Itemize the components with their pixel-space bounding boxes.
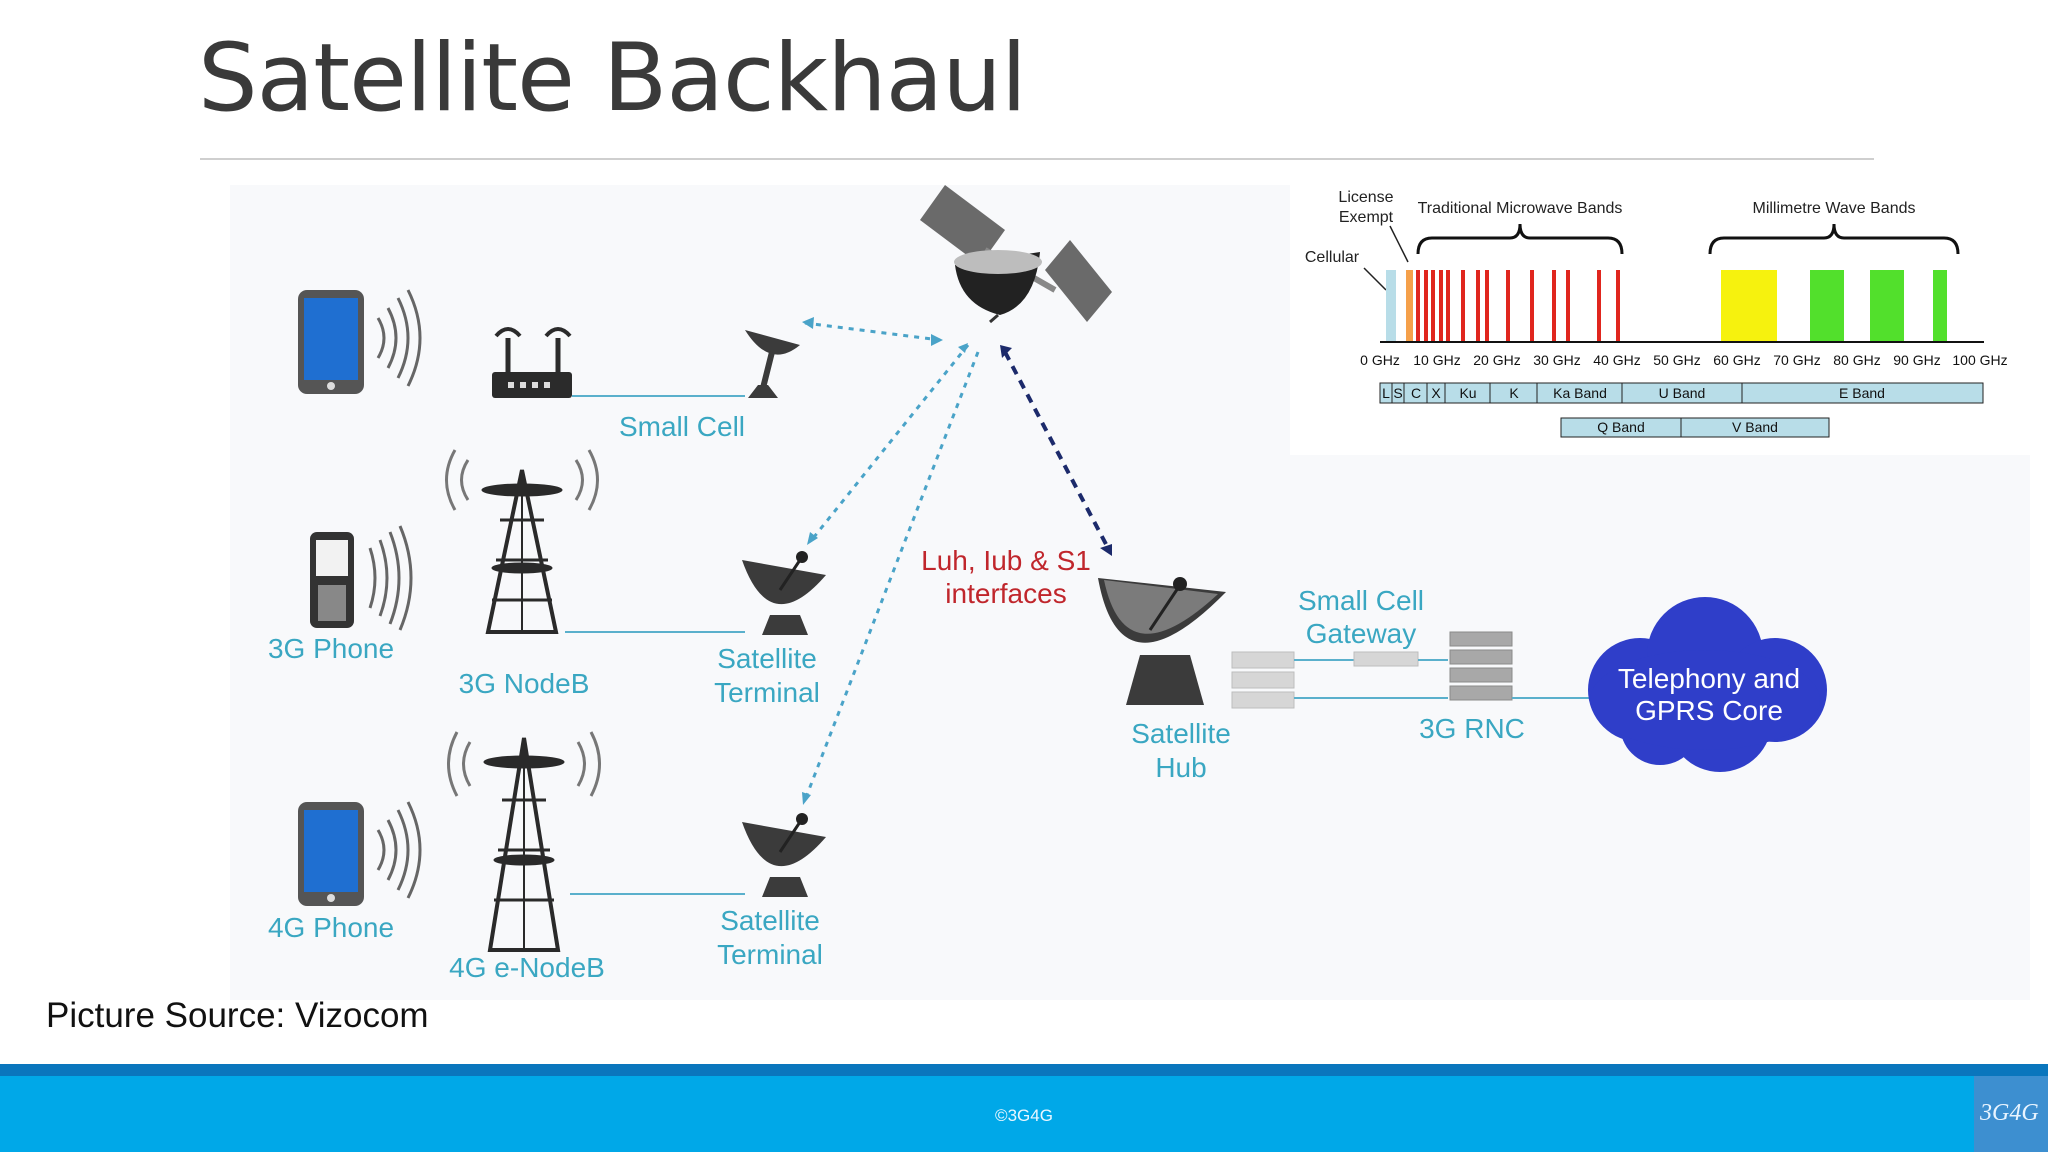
tower-icon-4g: [447, 731, 601, 952]
gateway-label-line2: Gateway: [1306, 618, 1417, 649]
hub-modem-stack-icon: [1231, 651, 1295, 709]
core-label-line2: GPRS Core: [1635, 695, 1783, 726]
band-row-1-labels: L S C X Ku K Ka Band U Band E Band: [1382, 385, 1885, 401]
enodeb-4g-label: 4G e-NodeB: [449, 952, 605, 983]
svg-text:U Band: U Band: [1659, 385, 1706, 401]
band-row-2: [1560, 417, 1830, 438]
license-exempt-label-line2: Exempt: [1339, 209, 1394, 226]
router-icon: [492, 327, 572, 398]
small-dish-icon: [745, 330, 800, 398]
terminal-2-label-line1: Satellite: [720, 905, 820, 936]
brand-logo-text: 3G4G: [1980, 1100, 2039, 1126]
svg-text:0 GHz: 0 GHz: [1360, 352, 1400, 368]
microwave-bars: [1416, 270, 1620, 342]
satellite-terminal-icon-2: [742, 813, 826, 897]
footer-copyright: ©3G4G: [995, 1106, 1053, 1125]
footer-bar: [0, 1076, 2048, 1152]
svg-text:20 GHz: 20 GHz: [1473, 352, 1520, 368]
svg-text:70 GHz: 70 GHz: [1773, 352, 1820, 368]
svg-text:X: X: [1431, 385, 1441, 401]
terminal-1-label-line2: Terminal: [714, 677, 820, 708]
interfaces-label-line2: interfaces: [945, 578, 1066, 609]
rnc-label: 3G RNC: [1419, 713, 1525, 744]
cellular-label: Cellular: [1305, 249, 1360, 266]
svg-text:E Band: E Band: [1839, 385, 1885, 401]
tower-icon-3g: [445, 449, 599, 634]
title-divider: [200, 158, 1874, 160]
svg-text:L: L: [1382, 385, 1390, 401]
small-cell-label: Small Cell: [619, 411, 745, 442]
satellite-terminal-icon-1: [742, 551, 826, 635]
satellite-icon: [920, 185, 1112, 324]
gateway-device-icon: [1353, 651, 1419, 667]
svg-text:10 GHz: 10 GHz: [1413, 352, 1460, 368]
hub-backhaul-link: [1000, 345, 1112, 556]
svg-text:C: C: [1411, 385, 1421, 401]
svg-text:100 GHz: 100 GHz: [1952, 352, 2007, 368]
satellite-links: [803, 321, 980, 801]
band-row-2-labels: Q Band V Band: [1597, 419, 1778, 435]
hub-label-line2: Hub: [1155, 752, 1206, 783]
core-cloud-icon: [1588, 597, 1827, 772]
spectrum-chart: License Exempt Cellular Traditional Micr…: [1290, 180, 2030, 455]
svg-text:S: S: [1393, 385, 1402, 401]
smartphone-icon-4g: [298, 801, 422, 906]
footer-accent-strip: [0, 1064, 2048, 1076]
svg-text:40 GHz: 40 GHz: [1593, 352, 1640, 368]
traditional-bands-label: Traditional Microwave Bands: [1418, 200, 1623, 217]
millimetre-bands-label: Millimetre Wave Bands: [1752, 200, 1915, 217]
smartphone-icon-top: [298, 289, 422, 394]
svg-text:V Band: V Band: [1732, 419, 1778, 435]
svg-text:Q Band: Q Band: [1597, 419, 1644, 435]
satellite-hub-dish-icon: [1098, 577, 1226, 705]
svg-text:50 GHz: 50 GHz: [1653, 352, 1700, 368]
feature-phone-icon: [310, 525, 413, 631]
frequency-tick-labels: 0 GHz 10 GHz 20 GHz 30 GHz 40 GHz 50 GHz…: [1360, 352, 2007, 368]
svg-text:Ka Band: Ka Band: [1553, 385, 1607, 401]
svg-text:Ku: Ku: [1459, 385, 1476, 401]
slide-title: Satellite Backhaul: [198, 24, 1027, 133]
satellite-backhaul-diagram: Small Cell 3G Phone 3G NodeB Satellite T…: [267, 180, 2030, 983]
link-terminal-1: [808, 344, 970, 543]
svg-text:K: K: [1509, 385, 1519, 401]
brand-logo: [1974, 1076, 2048, 1152]
svg-text:30 GHz: 30 GHz: [1533, 352, 1580, 368]
gateway-label-line1: Small Cell: [1298, 585, 1424, 616]
core-label-line1: Telephony and: [1618, 663, 1800, 694]
nodeb-3g-label: 3G NodeB: [459, 668, 590, 699]
rnc-server-icon: [1449, 631, 1513, 701]
link-arrowheads: [802, 317, 968, 805]
link-small-cell-dish: [804, 321, 941, 342]
interfaces-label-line1: Luh, Iub & S1: [921, 545, 1091, 576]
millimetre-bracket: [1708, 223, 1960, 255]
svg-text:90 GHz: 90 GHz: [1893, 352, 1940, 368]
terminal-2-label-line2: Terminal: [717, 939, 823, 970]
traditional-bracket: [1416, 223, 1624, 255]
link-terminal-2: [803, 351, 980, 801]
terminal-1-label-line1: Satellite: [717, 643, 817, 674]
hub-label-line1: Satellite: [1131, 718, 1231, 749]
phone-4g-label: 4G Phone: [268, 912, 394, 943]
svg-text:60 GHz: 60 GHz: [1713, 352, 1760, 368]
license-exempt-label-line1: License: [1338, 189, 1393, 206]
picture-source-caption: Picture Source: Vizocom: [46, 996, 429, 1035]
phone-3g-label: 3G Phone: [268, 633, 394, 664]
band-row-1: [1379, 382, 1984, 404]
svg-text:80 GHz: 80 GHz: [1833, 352, 1880, 368]
